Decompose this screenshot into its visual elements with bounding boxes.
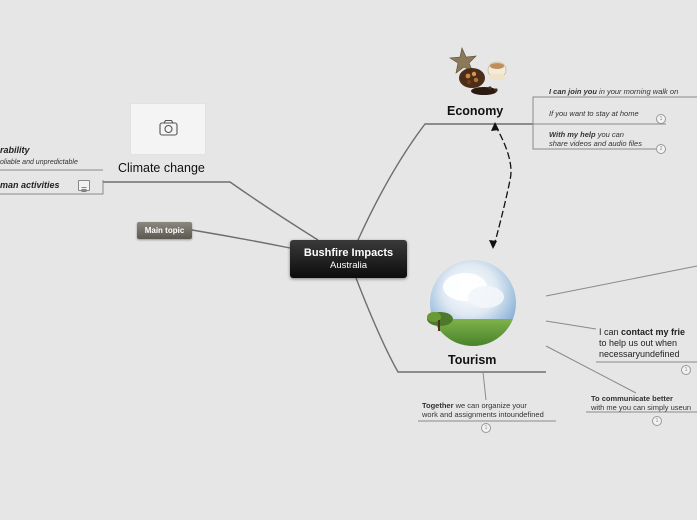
economy-item-1-text: in your morning walk on [599,87,679,96]
tourism-together-bold: Together [422,401,454,410]
climate-sub-variability[interactable]: rability [0,145,30,155]
relationship-arrow [493,124,512,247]
economy-item-1-bold: I can join you [549,87,597,96]
tourism-contact-line3: necessaryundefined [599,349,680,359]
economy-item-3-bold: With my help [549,130,596,139]
central-topic[interactable]: Bushfire Impacts Australia [290,240,407,278]
tourism-together-text: we can organize your [455,401,527,410]
economy-item-3-text2: share videos and audio files [549,139,642,148]
connector-main-topic [191,229,291,249]
note-icon[interactable] [78,180,90,192]
central-title: Bushfire Impacts [303,247,394,259]
arrowhead-down [489,240,497,249]
tourism-contact-pre: I can [599,327,619,337]
tourism-communicate-badge[interactable]: 1 [652,416,662,426]
climate-image-placeholder[interactable] [130,103,206,155]
economy-item-2[interactable]: If you want to stay at home [549,109,639,118]
connector-tourism [355,277,546,373]
tourism-together-badge[interactable]: 1 [481,423,491,433]
tourism-label[interactable]: Tourism [448,353,497,367]
tourism-communicate-line2: with me you can simply useun [591,403,692,412]
economy-item-2-badge[interactable]: 1 [656,114,666,124]
economy-item-3-text: you can [597,130,624,139]
tourism-communicate-bold: To communicate better [591,394,673,403]
economy-item-3-badge[interactable]: 2 [656,144,666,154]
arrowhead-up [491,122,499,131]
tourism-contact-bold: contact my frie [621,327,686,337]
economy-item-1[interactable]: I can join you in your morning walk on [549,87,678,96]
climate-change-label[interactable]: Climate change [118,161,205,175]
connector-economy [357,123,533,241]
climate-sub-human[interactable]: man activities [0,180,60,190]
economy-coffee-image[interactable] [442,44,510,98]
main-topic-node[interactable]: Main topic [137,222,192,239]
tourism-communicate-item[interactable]: To communicate better with me you can si… [591,394,691,412]
climate-sub-variability-note: oliable and unpredictable [0,159,78,166]
economy-label[interactable]: Economy [447,104,504,118]
camera-icon [159,119,178,136]
tourism-landscape-image[interactable] [420,257,520,351]
tourism-together-item[interactable]: Together we can organize your work and a… [422,401,544,419]
central-subtitle: Australia [330,260,367,271]
tourism-together-line2: work and assignments intoundefined [422,410,544,419]
connector-climate [103,181,319,241]
tourism-contact-line2: to help us out when [599,338,678,348]
tourism-contact-item[interactable]: I can contact my frie to help us out whe… [599,327,685,360]
tourism-contact-badge[interactable]: 1 [681,365,691,375]
economy-item-3[interactable]: With my help you can share videos and au… [549,130,642,148]
